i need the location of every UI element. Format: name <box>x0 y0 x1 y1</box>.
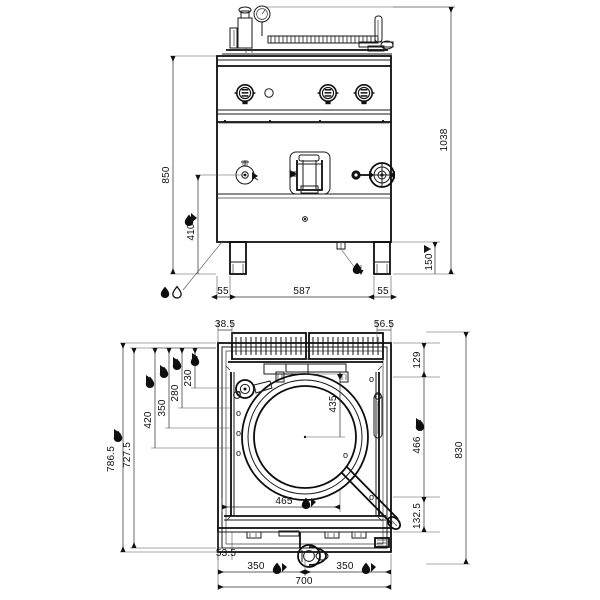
svg-text:o: o <box>369 374 374 384</box>
dim-410: 410 <box>186 223 197 241</box>
svg-text:o: o <box>236 448 241 458</box>
dim-587: 587 <box>293 286 311 297</box>
rear-brackets <box>264 364 348 382</box>
dim-280: 280 <box>170 384 181 402</box>
dim-53-5: 53.5 <box>216 548 237 559</box>
control-panel <box>233 84 376 106</box>
dim-465: 465 <box>275 496 293 507</box>
dim-727-5: 727.5 <box>122 442 133 468</box>
dim-435: 435 <box>328 395 339 413</box>
front-rail <box>218 515 391 548</box>
front-dimensions: 850 410 1038 150 <box>161 6 455 300</box>
dim-38-5: 38.5 <box>215 319 236 330</box>
svg-text:o: o <box>369 492 374 502</box>
dim-350-right: 350 <box>336 561 354 572</box>
corner-marks <box>225 365 383 522</box>
indicator-lamp <box>265 89 273 97</box>
top-view-dimensions: 38.5 56.5 786.5 <box>106 319 470 590</box>
drain-spout <box>297 532 328 568</box>
front-elevation-group: 850 410 1038 150 <box>160 6 455 300</box>
dim-830: 830 <box>454 441 465 459</box>
dim-786-5: 786.5 <box>106 446 117 472</box>
lid-hinge-bar <box>268 36 378 43</box>
drain-leader <box>340 248 356 269</box>
dim-350-left: 350 <box>247 561 265 572</box>
dim-466: 466 <box>412 436 423 454</box>
handwheel-front <box>351 162 395 188</box>
dim-150: 150 <box>424 253 435 271</box>
thermometer-probe <box>374 393 382 438</box>
vent-grille-assembly <box>228 332 384 363</box>
dim-132-5: 132.5 <box>412 503 423 529</box>
svg-text:o: o <box>236 408 241 418</box>
hole-marks: o o o o o o o <box>236 374 374 502</box>
leg-right <box>373 241 391 275</box>
lid-handle <box>359 16 393 51</box>
plan-inner-frame <box>222 347 387 548</box>
safety-valve <box>230 7 252 48</box>
drain-valve-front <box>290 152 330 194</box>
pot-bowl <box>253 385 357 489</box>
lid-assembly <box>222 6 393 54</box>
gas-connection <box>374 537 390 548</box>
top-view-group: o o o o o o o 38.5 56.5 <box>106 319 470 590</box>
dim-230: 230 <box>183 369 194 387</box>
dim-1038: 1038 <box>439 128 450 151</box>
pressure-gauge <box>254 6 270 36</box>
water-tap-plan <box>234 379 272 398</box>
front-callouts <box>160 241 364 299</box>
svg-text:o: o <box>236 428 241 438</box>
dim-350-depth: 350 <box>157 399 168 417</box>
dim-129: 129 <box>412 351 423 369</box>
svg-text:o: o <box>343 450 348 460</box>
dim-55-right: 55 <box>377 286 389 297</box>
dim-56-5: 56.5 <box>374 319 395 330</box>
dim-850: 850 <box>161 166 172 184</box>
appliance-body <box>216 55 392 243</box>
dim-700: 700 <box>295 576 313 587</box>
leg-left <box>229 241 247 275</box>
dim-420: 420 <box>143 411 154 429</box>
svg-text:o: o <box>236 388 241 398</box>
dim-55-left: 55 <box>217 286 229 297</box>
water-supply-leader <box>182 241 223 291</box>
